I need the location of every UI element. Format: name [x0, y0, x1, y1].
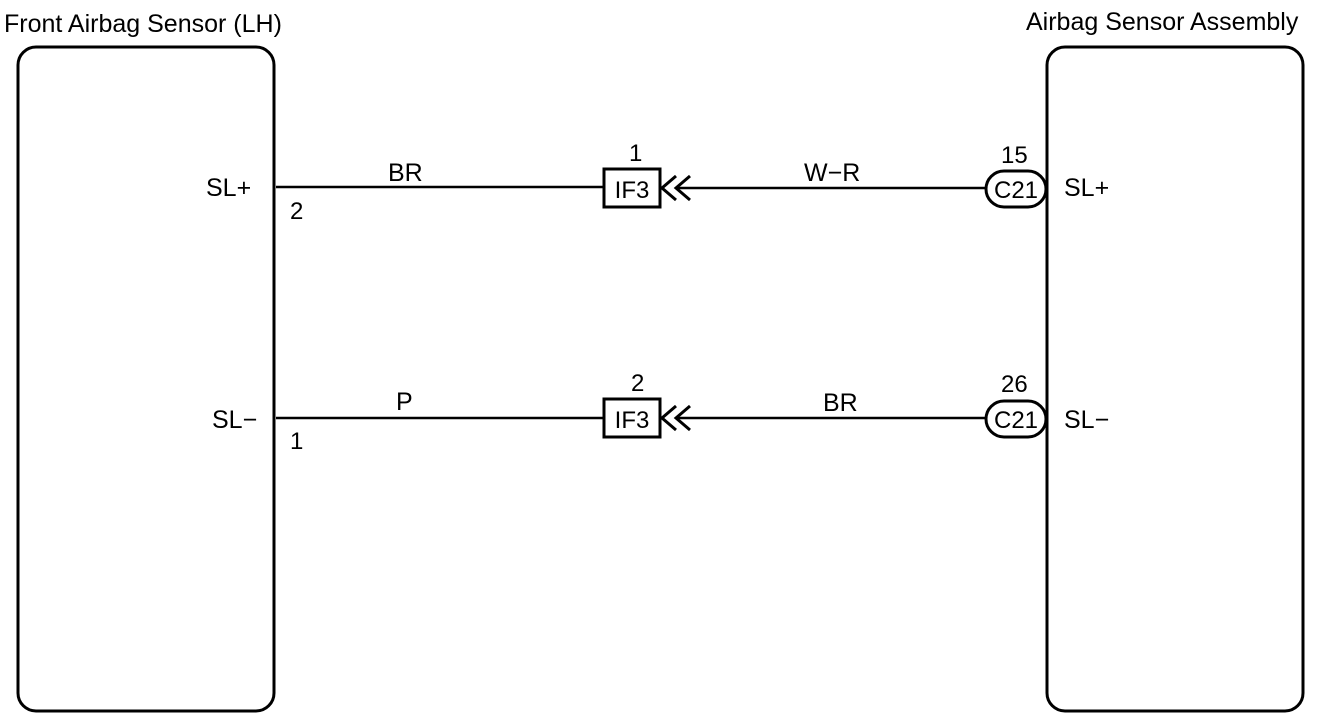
wire-color-right-sl-minus: BR — [823, 389, 858, 417]
left-pin-label-sl-plus: SL+ — [206, 174, 251, 202]
right-pin-label-sl-minus: SL− — [1064, 406, 1109, 434]
connector-c21-id-2: C21 — [994, 407, 1038, 434]
right-pin-label-sl-plus: SL+ — [1064, 174, 1109, 202]
circuit-sl-plus: BR IF3 1 W−R C21 15 — [276, 140, 1048, 209]
right-component-title: Airbag Sensor Assembly — [1026, 8, 1299, 36]
junction-pin-number-1: 1 — [629, 140, 642, 167]
left-pin-number-sl-minus: 1 — [290, 428, 303, 455]
wire-color-left-sl-minus: P — [396, 388, 413, 416]
left-pin-number-sl-plus: 2 — [290, 198, 303, 225]
right-component-box — [1045, 45, 1305, 713]
circuit-sl-minus: P IF3 2 BR C21 26 — [276, 370, 1048, 439]
right-component: Airbag Sensor Assembly SL+ SL− — [1026, 8, 1305, 713]
connector-c21-capsule-2 — [984, 399, 1048, 439]
junction-connector-id-2: IF3 — [615, 407, 650, 434]
left-component-title: Front Airbag Sensor (LH) — [4, 10, 282, 38]
wire-color-left-sl-plus: BR — [388, 159, 423, 187]
connector-c21-pin-number-2: 26 — [1001, 371, 1028, 398]
connector-c21-capsule-1 — [984, 169, 1048, 209]
left-component-box — [16, 45, 276, 713]
left-component: Front Airbag Sensor (LH) SL+ 2 SL− 1 — [4, 10, 303, 713]
left-pin-label-sl-minus: SL− — [212, 406, 257, 434]
wire-color-right-sl-plus: W−R — [804, 159, 860, 187]
junction-connector-id-1: IF3 — [615, 177, 650, 204]
junction-pin-number-2: 2 — [631, 370, 644, 397]
connector-c21-id-1: C21 — [994, 177, 1038, 204]
connector-c21-pin-number-1: 15 — [1001, 142, 1028, 169]
